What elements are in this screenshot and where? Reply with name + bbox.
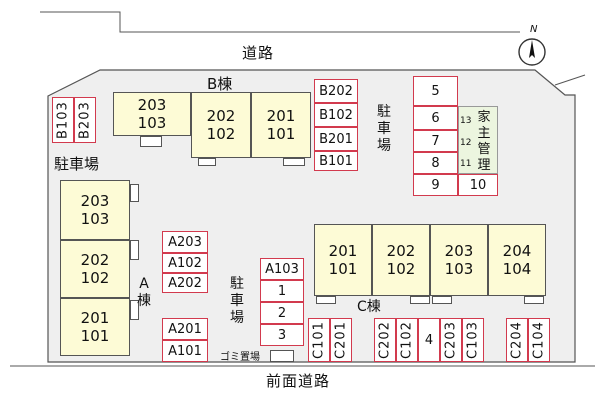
unit-number: 204 <box>502 242 532 260</box>
parking-space-12[interactable]: 12 <box>460 138 472 148</box>
unit-number: 102 <box>386 260 416 278</box>
unit-number: 102 <box>80 269 110 287</box>
unit-number: 103 <box>80 210 110 228</box>
unit-number: 102 <box>206 125 236 143</box>
entrance-tab <box>130 240 139 260</box>
building-a-unit-3[interactable]: 201 101 <box>60 298 130 356</box>
unit-number: 202 <box>206 107 236 125</box>
parking-space-a203[interactable]: A203 <box>162 231 208 253</box>
parking-space-a101[interactable]: A101 <box>162 340 208 362</box>
parking-space-3[interactable]: 3 <box>260 324 304 346</box>
building-a-unit-1[interactable]: 203 103 <box>60 180 130 240</box>
entrance-tab <box>283 158 305 166</box>
unit-number: 202 <box>386 242 416 260</box>
parking-space-a201[interactable]: A201 <box>162 318 208 340</box>
parking-space-b102[interactable]: B102 <box>314 103 358 127</box>
compass-n-label: N <box>530 24 538 35</box>
parking-space-5[interactable]: 5 <box>413 76 458 106</box>
parking-space-b201[interactable]: B201 <box>314 127 358 151</box>
building-b-unit-2[interactable]: 202 102 <box>191 92 251 158</box>
parking-space-c102[interactable]: C102 <box>396 318 418 362</box>
parking-space-c204[interactable]: C204 <box>506 318 528 362</box>
unit-number: 202 <box>80 251 110 269</box>
parking-space-13[interactable]: 13 <box>460 116 472 126</box>
entrance-tab <box>316 296 336 304</box>
entrance-tab <box>130 184 139 202</box>
parking-space-9[interactable]: 9 <box>413 174 458 196</box>
parking-space-c103[interactable]: C103 <box>462 318 484 362</box>
parking-space-10[interactable]: 10 <box>458 174 498 196</box>
parking-space-c201[interactable]: C201 <box>330 318 352 362</box>
unit-number: 103 <box>444 260 474 278</box>
unit-number: 103 <box>137 114 167 132</box>
entrance-tab <box>130 300 139 320</box>
unit-number: 104 <box>502 260 532 278</box>
bottom-road-label: 前面道路 <box>266 372 331 390</box>
parking-space-a103[interactable]: A103 <box>260 258 304 280</box>
parking-space-b103[interactable]: B103 <box>52 97 74 143</box>
building-c-label: C棟 <box>357 299 381 315</box>
parking-space-a102[interactable]: A102 <box>162 253 208 273</box>
parking-space-a202[interactable]: A202 <box>162 273 208 293</box>
entrance-tab <box>140 136 162 147</box>
entrance-tab <box>524 296 544 304</box>
unit-number: 201 <box>328 242 358 260</box>
unit-number: 203 <box>444 242 474 260</box>
top-road-label: 道路 <box>242 44 275 62</box>
building-b-unit-3[interactable]: 201 101 <box>251 92 311 158</box>
parking-space-6[interactable]: 6 <box>413 106 458 130</box>
unit-number: 203 <box>137 96 167 114</box>
unit-number: 201 <box>80 309 110 327</box>
garbage-area-label: ゴミ置場 <box>220 352 260 363</box>
entrance-tab <box>198 158 216 166</box>
parking-space-1[interactable]: 1 <box>260 280 304 302</box>
parking-space-8[interactable]: 8 <box>413 152 458 174</box>
building-c-unit-1[interactable]: 201 101 <box>314 224 372 296</box>
unit-number: 101 <box>328 260 358 278</box>
entrance-tab <box>432 296 452 304</box>
building-a-unit-2[interactable]: 202 102 <box>60 240 130 298</box>
parking-space-c203[interactable]: C203 <box>440 318 462 362</box>
north-compass-icon <box>518 38 546 66</box>
building-c-unit-2[interactable]: 202 102 <box>372 224 430 296</box>
parking-space-11[interactable]: 11 <box>460 159 472 169</box>
parking-space-4[interactable]: 4 <box>418 318 440 362</box>
building-b-unit-1[interactable]: 203 103 <box>113 92 191 136</box>
parking-space-b203[interactable]: B203 <box>74 97 96 143</box>
unit-number: 101 <box>266 125 296 143</box>
manager-label: 家主管理 <box>477 110 491 173</box>
entrance-tab <box>410 296 430 304</box>
parking-space-b202[interactable]: B202 <box>314 79 358 103</box>
parking-space-c101[interactable]: C101 <box>308 318 330 362</box>
unit-number: 101 <box>80 327 110 345</box>
parking-space-2[interactable]: 2 <box>260 302 304 324</box>
parking-space-7[interactable]: 7 <box>413 130 458 152</box>
parking-left-label: 駐車場 <box>54 155 100 173</box>
parking-center-label: 駐車場 <box>377 104 391 154</box>
parking-space-b101[interactable]: B101 <box>314 151 358 171</box>
building-a-label: A棟 <box>137 276 151 309</box>
parking-space-c104[interactable]: C104 <box>528 318 550 362</box>
manager-parking-area <box>458 106 498 174</box>
unit-number: 201 <box>266 107 296 125</box>
building-c-unit-4[interactable]: 204 104 <box>488 224 546 296</box>
garbage-area <box>270 350 294 362</box>
building-c-unit-3[interactable]: 203 103 <box>430 224 488 296</box>
parking-middle-label: 駐車場 <box>230 276 244 326</box>
unit-number: 203 <box>80 192 110 210</box>
building-b-label: B棟 <box>207 75 233 93</box>
parking-space-c202[interactable]: C202 <box>374 318 396 362</box>
